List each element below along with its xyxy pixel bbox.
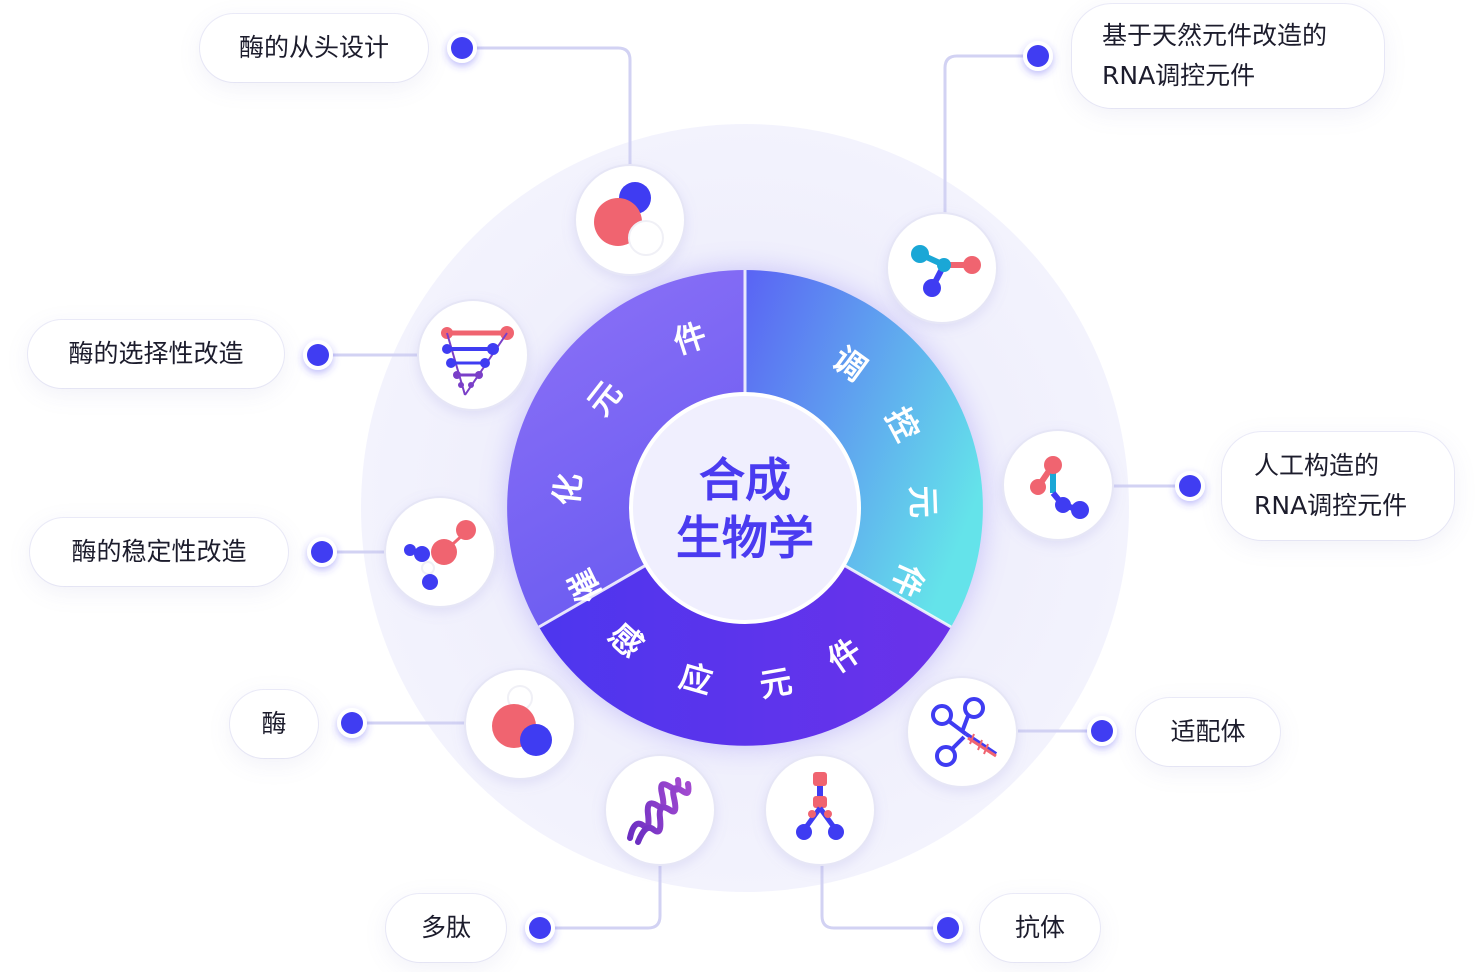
antibody-icon — [796, 772, 844, 840]
triangle-ladder-icon — [441, 326, 514, 396]
icon-peptide[interactable] — [604, 754, 716, 866]
center-title-line2: 生物学 — [676, 511, 814, 565]
label-artificial-rna[interactable]: 人工构造的 RNA调控元件 — [1222, 432, 1454, 540]
icon-enzyme-denovo[interactable] — [574, 164, 686, 276]
label-aptamer[interactable]: 适配体 — [1136, 698, 1280, 766]
label-text-line1: 人工构造的 — [1254, 451, 1380, 480]
icon-natural-rna[interactable] — [886, 212, 998, 324]
label-natural-rna[interactable]: 基于天然元件改造的 RNA调控元件 — [1072, 4, 1384, 108]
rna-branch-icon — [911, 245, 981, 297]
label-text: 酶 — [261, 709, 287, 738]
icon-artificial-rna[interactable] — [1002, 429, 1114, 541]
label-enzyme-stability[interactable]: 酶的稳定性改造 — [30, 518, 288, 586]
label-text-line2: RNA调控元件 — [1102, 61, 1256, 90]
label-text-line1: 基于天然元件改造的 — [1102, 21, 1328, 50]
icon-circles — [384, 164, 1114, 866]
connectors — [318, 46, 1190, 930]
center-title-line1: 合成 — [699, 453, 791, 507]
helix-icon — [627, 777, 692, 845]
label-text: 酶的从头设计 — [238, 33, 389, 62]
label-peptide[interactable]: 多肽 — [386, 894, 506, 962]
label-text: 多肽 — [420, 913, 471, 942]
element-wheel: 合成 生物学 催化元件调控元件感应元件 — [507, 270, 983, 746]
label-text-line2: RNA调控元件 — [1254, 491, 1408, 520]
enzyme-molecule-icon — [594, 182, 664, 256]
label-antibody[interactable]: 抗体 — [980, 894, 1100, 962]
sector-responsive[interactable] — [539, 508, 951, 746]
artificial-rna-icon — [1030, 456, 1089, 519]
icon-aptamer[interactable] — [906, 676, 1018, 788]
sector-label-char-regulatory: 元 — [903, 485, 942, 518]
label-text: 酶的稳定性改造 — [71, 537, 247, 566]
label-enzyme-selectivity[interactable]: 酶的选择性改造 — [28, 320, 284, 388]
sector-label-char-catalytic: 化 — [547, 471, 588, 507]
enzyme-icon — [492, 685, 552, 756]
sector-label-char-responsive: 元 — [757, 662, 795, 705]
label-text: 抗体 — [1014, 913, 1065, 942]
aptamer-icon — [931, 697, 998, 767]
icon-antibody[interactable] — [764, 754, 876, 866]
label-enzyme[interactable]: 酶 — [230, 690, 318, 758]
endpoint-dots — [303, 33, 1205, 943]
icon-enzyme-selectivity[interactable] — [417, 299, 529, 411]
stability-molecule-icon — [404, 520, 476, 590]
icon-enzyme-stability[interactable] — [384, 496, 496, 608]
label-text: 酶的选择性改造 — [68, 339, 244, 368]
center-circle — [629, 392, 861, 624]
label-text: 适配体 — [1170, 717, 1246, 746]
icon-enzyme[interactable] — [464, 668, 576, 780]
label-enzyme-denovo[interactable]: 酶的从头设计 — [200, 14, 428, 82]
